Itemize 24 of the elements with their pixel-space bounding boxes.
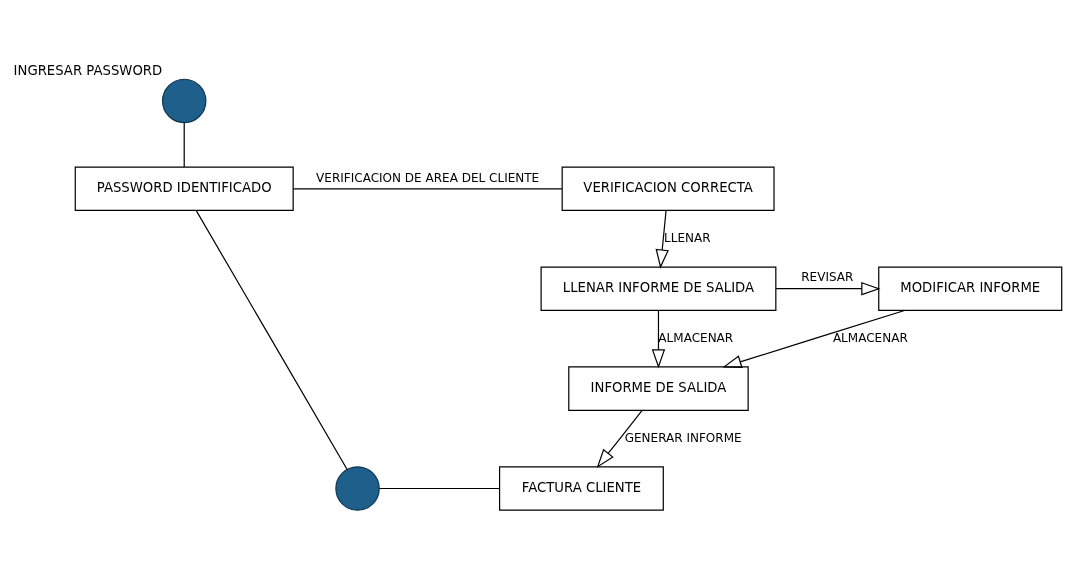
connector xyxy=(292,188,563,190)
edge-label: ALMACENAR xyxy=(658,330,734,345)
node-circle xyxy=(161,78,207,124)
edge-label: GENERAR INFORME xyxy=(624,430,742,445)
node-box: INFORME DE SALIDA xyxy=(568,366,749,411)
arrow xyxy=(722,309,906,369)
connector xyxy=(378,487,500,490)
edge-label: VERIFICACION DE AREA DEL CLIENTE xyxy=(316,170,540,185)
node-box: FACTURA CLIENTE xyxy=(498,466,664,511)
arrow xyxy=(655,210,669,269)
node-box: LLENAR INFORME DE SALIDA xyxy=(540,266,777,311)
node-label: INGRESAR PASSWORD xyxy=(13,63,163,79)
node-circle xyxy=(335,466,380,511)
arrow xyxy=(651,310,666,369)
edge-label: LLENAR xyxy=(664,230,711,245)
node-box: PASSWORD IDENTIFICADO xyxy=(74,166,294,212)
arrow xyxy=(775,281,881,296)
node-box: VERIFICACION CORRECTA xyxy=(561,166,775,212)
arrow xyxy=(596,409,643,469)
connector xyxy=(183,122,185,168)
edge-label: REVISAR xyxy=(801,270,854,285)
node-box: MODIFICAR INFORME xyxy=(878,266,1063,311)
connector xyxy=(195,210,348,471)
edge-label: ALMACENAR xyxy=(832,330,908,345)
